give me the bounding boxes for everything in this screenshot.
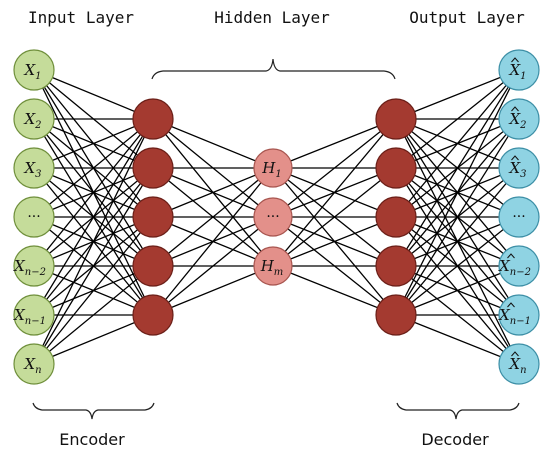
connection-input-7-to-encoder-hidden-5 bbox=[33, 314, 154, 365]
decoder-hidden-node-1 bbox=[375, 98, 417, 140]
output-node-4 bbox=[498, 196, 540, 238]
connection-input-7-to-encoder-hidden-1 bbox=[33, 118, 154, 365]
code-node-label-1: H1 bbox=[261, 159, 281, 180]
output-node-1 bbox=[498, 49, 540, 91]
encoder-hidden-node-4 bbox=[132, 245, 174, 287]
decoder-hidden-node-4 bbox=[375, 245, 417, 287]
connection-encoder-hidden-5-to-code-1 bbox=[152, 167, 274, 316]
input-node-4 bbox=[13, 196, 55, 238]
connection-encoder-hidden-3-to-code-1 bbox=[152, 167, 274, 218]
input-node-label-6: Xn−1 bbox=[13, 306, 46, 327]
output-node-label-5: Xn−2 bbox=[498, 257, 531, 278]
output-layer-title: Output Layer bbox=[409, 8, 525, 27]
connections bbox=[33, 69, 520, 365]
input-node-label-5: Xn−2 bbox=[13, 257, 46, 278]
decoder-hidden-node-3 bbox=[375, 196, 417, 238]
decoder-hidden-node-2 bbox=[375, 147, 417, 189]
output-node-label-1: X1 bbox=[508, 61, 526, 82]
connection-code-3-to-decoder-hidden-2 bbox=[272, 167, 397, 267]
connection-input-1-to-encoder-hidden-1 bbox=[33, 69, 154, 120]
input-node-1 bbox=[13, 49, 55, 91]
hat-accent-icon bbox=[511, 57, 519, 63]
input-node-6 bbox=[13, 294, 55, 336]
connection-code-3-to-decoder-hidden-3 bbox=[272, 216, 397, 267]
output-node-3 bbox=[498, 147, 540, 189]
connection-decoder-hidden-5-to-output-5 bbox=[395, 265, 520, 316]
connection-decoder-hidden-5-to-output-3 bbox=[395, 167, 520, 316]
input-node-5 bbox=[13, 245, 55, 287]
connection-input-6-to-encoder-hidden-1 bbox=[33, 118, 154, 316]
connection-encoder-hidden-1-to-code-1 bbox=[152, 118, 274, 169]
input-node-label-3: X3 bbox=[23, 159, 41, 180]
code-ellipsis-label: ··· bbox=[266, 209, 279, 225]
connection-decoder-hidden-3-to-output-1 bbox=[395, 69, 520, 218]
connection-code-2-to-decoder-hidden-1 bbox=[272, 118, 397, 218]
connection-code-3-to-decoder-hidden-5 bbox=[272, 265, 397, 316]
connection-input-4-to-encoder-hidden-1 bbox=[33, 118, 154, 218]
input-ellipsis-label: ··· bbox=[27, 209, 40, 225]
hat-accent-icon bbox=[507, 253, 515, 259]
connection-decoder-hidden-5-to-output-4 bbox=[395, 216, 520, 316]
input-node-label-7: Xn bbox=[23, 355, 41, 376]
decoder-brace bbox=[396, 402, 520, 420]
connection-decoder-hidden-5-to-output-1 bbox=[395, 69, 520, 316]
encoder-hidden-node-3 bbox=[132, 196, 174, 238]
connection-decoder-hidden-5-to-output-7 bbox=[395, 314, 520, 365]
encoder-brace bbox=[32, 402, 155, 420]
output-node-label-2: X2 bbox=[508, 110, 526, 131]
input-node-3 bbox=[13, 147, 55, 189]
input-node-7 bbox=[13, 343, 55, 385]
connection-input-7-to-encoder-hidden-3 bbox=[33, 216, 154, 365]
output-ellipsis-label: ··· bbox=[512, 209, 525, 225]
connection-code-1-to-decoder-hidden-1 bbox=[272, 118, 397, 169]
connection-decoder-hidden-5-to-output-2 bbox=[395, 118, 520, 316]
output-node-label-6: Xn−1 bbox=[498, 306, 531, 327]
input-node-2 bbox=[13, 98, 55, 140]
decoder-label: Decoder bbox=[421, 430, 489, 449]
code-node-1 bbox=[253, 148, 293, 188]
connection-encoder-hidden-4-to-code-1 bbox=[152, 167, 274, 267]
encoder-hidden-node-1 bbox=[132, 98, 174, 140]
code-node-2 bbox=[253, 197, 293, 237]
connection-decoder-hidden-2-to-output-1 bbox=[395, 69, 520, 169]
input-layer-title: Input Layer bbox=[28, 8, 134, 27]
hat-accent-icon bbox=[511, 106, 519, 112]
input-node-label-1: X1 bbox=[23, 61, 41, 82]
connection-input-7-to-encoder-hidden-2 bbox=[33, 167, 154, 365]
input-node-label-2: X2 bbox=[23, 110, 41, 131]
code-node-label-3: Hm bbox=[260, 257, 284, 278]
hat-accent-icon bbox=[507, 302, 515, 308]
connection-input-5-to-encoder-hidden-1 bbox=[33, 118, 154, 267]
decoder-hidden-node-5 bbox=[375, 294, 417, 336]
output-node-7 bbox=[498, 343, 540, 385]
connection-decoder-hidden-4-to-output-1 bbox=[395, 69, 520, 267]
connection-input-7-to-encoder-hidden-4 bbox=[33, 265, 154, 365]
encoder-hidden-node-2 bbox=[132, 147, 174, 189]
output-node-label-7: Xn bbox=[508, 355, 526, 376]
code-node-3 bbox=[253, 246, 293, 286]
connection-encoder-hidden-5-to-code-3 bbox=[152, 265, 274, 316]
hidden-layer-brace bbox=[151, 58, 396, 80]
connection-code-3-to-decoder-hidden-1 bbox=[272, 118, 397, 267]
connection-decoder-hidden-1-to-output-1 bbox=[395, 69, 520, 120]
connection-encoder-hidden-5-to-code-2 bbox=[152, 216, 274, 316]
encoder-hidden-node-5 bbox=[132, 294, 174, 336]
hidden-layer-title: Hidden Layer bbox=[214, 8, 330, 27]
connection-input-3-to-encoder-hidden-1 bbox=[33, 118, 154, 169]
hat-accent-icon bbox=[511, 155, 519, 161]
hat-accent-icon bbox=[511, 351, 519, 357]
output-node-label-3: X3 bbox=[508, 159, 526, 180]
output-node-2 bbox=[498, 98, 540, 140]
encoder-label: Encoder bbox=[59, 430, 125, 449]
